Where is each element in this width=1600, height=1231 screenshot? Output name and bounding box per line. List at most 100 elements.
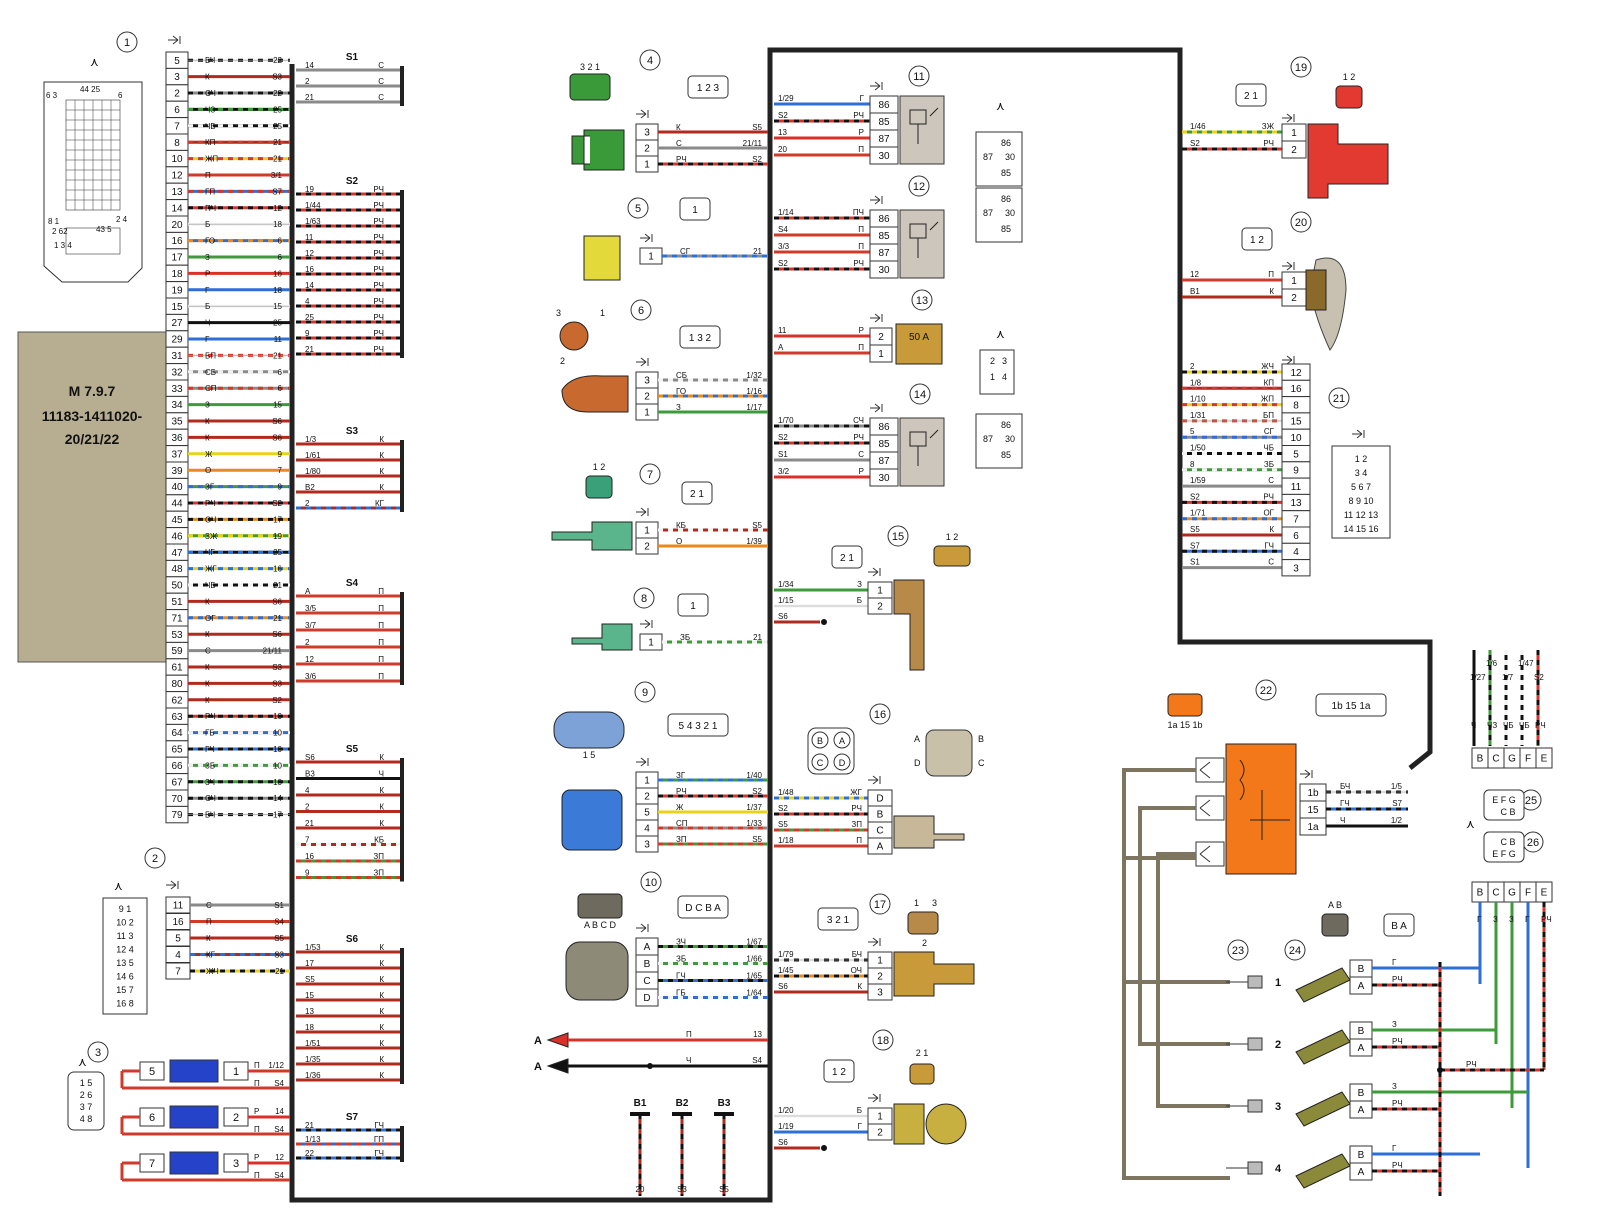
ecu-wire-target: 25 <box>273 548 282 557</box>
c10-color: ЗБ <box>676 955 686 964</box>
direction-arrow <box>870 81 883 91</box>
conn2-target: 21 <box>275 967 284 976</box>
pin-number: B <box>1477 754 1484 765</box>
pin-number: 20 <box>171 220 183 231</box>
c17-source: S6 <box>778 982 788 991</box>
connector-lock-icon: ⋏ <box>114 879 123 893</box>
junction-dot <box>1437 1067 1443 1073</box>
splice-pin: 21 <box>305 1121 314 1130</box>
relay-12-source: S2 <box>778 259 788 268</box>
relay-socket-pin: 87 <box>983 208 993 218</box>
injector-color: Г <box>1392 1144 1397 1153</box>
splice-color: П <box>378 655 384 664</box>
ecu-wire-target: 14 <box>273 794 282 803</box>
ecu-block: M 7.9.7 11183-1411020- 20/21/22 <box>17 331 167 663</box>
c9-target: S2 <box>752 787 762 796</box>
fuse-color: Р <box>254 1107 259 1116</box>
pin-number: D <box>643 993 650 1004</box>
splice-color: РЧ <box>373 281 384 290</box>
callout-c19-label: 19 <box>1295 62 1307 74</box>
arrow-head <box>546 1058 569 1074</box>
c4-icon-pins: 3 2 1 <box>580 62 600 72</box>
direction-arrow <box>168 35 181 45</box>
pin-number: 2 <box>877 972 883 983</box>
splice-color: К <box>379 975 384 984</box>
ecu-wire-target: 21 <box>273 614 282 623</box>
c19-source: 1/46 <box>1190 122 1206 131</box>
c18-plug <box>823 1059 855 1083</box>
c10-target: 1/67 <box>746 938 762 947</box>
pin-number: 37 <box>171 449 183 460</box>
fuse-color: П <box>254 1061 260 1070</box>
relay-14-color: РЧ <box>853 433 864 442</box>
c16-icon-letter: C <box>978 758 985 768</box>
pin-number: 86 <box>878 422 890 433</box>
ecu-wire-target: 6 <box>278 384 283 393</box>
splice-pin: 1/35 <box>305 1055 321 1064</box>
ecu-wire-target: 15 <box>273 302 282 311</box>
c21-color: БП <box>1263 411 1274 420</box>
injector-color: З <box>1392 1082 1397 1091</box>
direction-arrow <box>636 923 649 933</box>
c22-plug <box>1315 693 1387 717</box>
splice-pin: 1/51 <box>305 1039 321 1048</box>
conn2-color: ЖЧ <box>206 967 219 976</box>
bus-top-label: S2 <box>1534 673 1544 682</box>
c16-source: 1/18 <box>778 836 794 845</box>
c17-icon-pin: 3 <box>932 898 937 908</box>
fuse-color: Р <box>254 1153 259 1162</box>
ecu-wire-target: 21 <box>273 581 282 590</box>
pin-number: 6 <box>149 1112 155 1124</box>
c21-source: 1/10 <box>1190 395 1206 404</box>
bus-top-label: 1/47 <box>1518 659 1534 668</box>
pin-number: 3 <box>174 72 180 83</box>
c19-pin-2 <box>1281 140 1307 159</box>
relay-11-pin-30 <box>869 146 899 165</box>
relay-socket-pin: 87 <box>983 152 993 162</box>
ecu-wire-color: ГО <box>205 237 215 246</box>
pin-number: 36 <box>171 433 183 444</box>
pin-number: A <box>1358 1167 1365 1178</box>
relay-11-color: Р <box>859 128 864 137</box>
injector-body <box>1295 1153 1351 1189</box>
splice-pin: 16 <box>305 852 314 861</box>
c9-color: ЗГ <box>676 771 686 780</box>
c21-socket-pins: 5 6 7 <box>1351 482 1371 492</box>
c9-plug <box>667 713 729 737</box>
splice-pin: 14 <box>305 281 314 290</box>
ecu-wire-color: БП <box>205 351 216 360</box>
conn2-color: К <box>206 934 211 943</box>
cylinder-number: 4 <box>1275 1163 1282 1175</box>
c5-plug-pins: 1 <box>692 205 698 216</box>
relay-12-color: ПЧ <box>853 208 864 217</box>
splice-color: П <box>378 621 384 630</box>
callout-c19 <box>1290 56 1312 78</box>
splice-pin: 9 <box>305 869 310 878</box>
bottom-bus-color: Г <box>1525 915 1530 924</box>
c22-target: S7 <box>1392 799 1402 808</box>
callout-c24-label: 24 <box>1289 945 1301 957</box>
ecu-wire-color: Ж <box>205 450 213 459</box>
pin-number: 80 <box>171 679 183 690</box>
c16-body <box>893 815 965 849</box>
c20-color: К <box>1269 287 1274 296</box>
pin-number: 1 <box>648 252 654 263</box>
splice-color: К <box>379 803 384 812</box>
pin-number: 51 <box>171 597 183 608</box>
c6-target: 1/17 <box>746 403 762 412</box>
pin-number: 61 <box>171 663 183 674</box>
callout-c22-label: 22 <box>1260 685 1272 697</box>
relay-12-symbol <box>909 221 939 258</box>
pin-number: 3 <box>1293 563 1299 574</box>
ground-label: B1 <box>634 1098 647 1109</box>
callout-c17-label: 17 <box>874 899 886 911</box>
pin-number: 85 <box>878 231 890 242</box>
ecu-wire-color: ЖП <box>205 155 218 164</box>
injector-color: РЧ <box>1392 1037 1403 1046</box>
c18-body <box>893 1103 925 1145</box>
ecu-wire-target: 6 <box>278 368 283 377</box>
relay-14-color: СЧ <box>853 416 864 425</box>
c9-body <box>561 789 623 851</box>
